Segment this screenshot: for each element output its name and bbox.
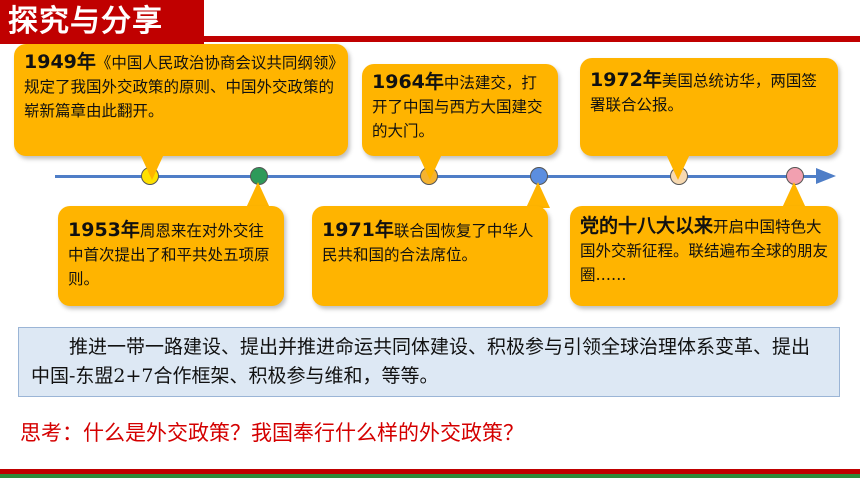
event-year: 1972年 bbox=[590, 69, 662, 91]
event-card-1953-pointer bbox=[246, 182, 270, 208]
event-year: 1949年 bbox=[24, 51, 96, 73]
event-card-1964: 1964年中法建交，打开了中国与西方大国建交的大门。 bbox=[362, 64, 558, 156]
event-card-1953: 1953年周恩来在对外交往中首次提出了和平共处五项原则。 bbox=[58, 206, 284, 306]
event-card-18th-congress: 党的十八大以来开启中国特色大国外交新征程。联结遍布全球的朋友圈…… bbox=[570, 206, 838, 306]
event-text: 中法建交，打开了中国与西方大国建交的大门。 bbox=[372, 74, 543, 140]
diplomacy-summary-box: 推进一带一路建设、提出并推进命运共同体建设、积极参与引领全球治理体系变革、提出中… bbox=[18, 327, 840, 397]
event-year: 党的十八大以来 bbox=[580, 215, 714, 237]
event-card-1972-pointer bbox=[666, 154, 690, 180]
title-underline bbox=[204, 36, 860, 42]
event-year: 1964年 bbox=[372, 71, 444, 93]
event-card-1949: 1949年《中国人民政治协商会议共同纲领》规定了我国外交政策的原则、中国外交政策… bbox=[14, 44, 348, 156]
timeline-arrow-icon bbox=[816, 168, 836, 184]
event-card-18th-congress-pointer bbox=[782, 182, 806, 208]
event-card-1971-pointer bbox=[526, 182, 550, 208]
event-card-1964-pointer bbox=[418, 154, 442, 180]
discussion-question: 思考：什么是外交政策？我国奉行什么样的外交政策？ bbox=[20, 421, 524, 445]
event-text: 开启中国特色大国外交新征程。联结遍布全球的朋友圈…… bbox=[580, 218, 829, 284]
section-title: 探究与分享 bbox=[0, 0, 204, 44]
event-text: 联合国恢复了中华人民共和国的合法席位。 bbox=[322, 222, 534, 264]
event-year: 1953年 bbox=[68, 219, 140, 241]
event-year: 1971年 bbox=[322, 219, 394, 241]
event-card-1971: 1971年联合国恢复了中华人民共和国的合法席位。 bbox=[312, 206, 548, 306]
event-card-1972: 1972年美国总统访华，两国签署联合公报。 bbox=[580, 58, 838, 156]
event-text: 美国总统访华，两国签署联合公报。 bbox=[590, 72, 817, 114]
footer-rule-green bbox=[0, 474, 860, 478]
event-text: 《中国人民政治协商会议共同纲领》规定了我国外交政策的原则、中国外交政策的崭新篇章… bbox=[24, 54, 337, 120]
event-text: 周恩来在对外交往中首次提出了和平共处五项原则。 bbox=[68, 222, 270, 288]
event-card-1949-pointer bbox=[140, 154, 164, 180]
footer-rule-red bbox=[0, 469, 860, 474]
